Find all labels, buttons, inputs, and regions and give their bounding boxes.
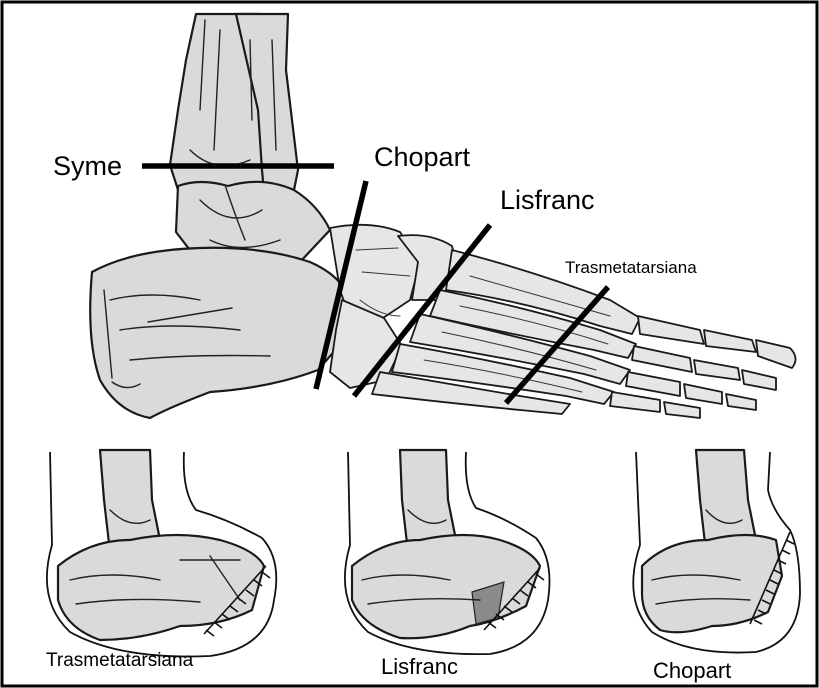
label-syme: Syme <box>53 151 122 181</box>
caption-chopart: Chopart <box>653 658 731 683</box>
caption-lisfranc: Lisfranc <box>381 654 458 679</box>
caption-transmetatarsal: Trasmetatarsiana <box>46 650 194 671</box>
label-lisfranc: Lisfranc <box>500 185 595 215</box>
label-transmetatarsal: Trasmetatarsiana <box>565 258 697 277</box>
label-chopart: Chopart <box>374 142 471 172</box>
